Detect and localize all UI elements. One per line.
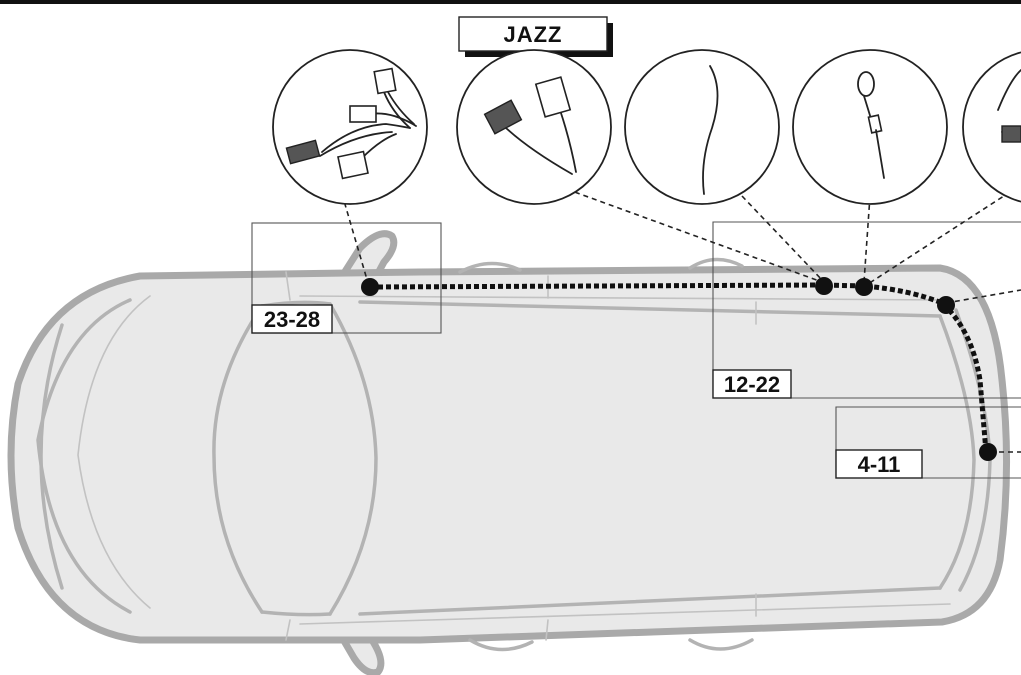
car-body [7, 264, 1011, 644]
point-a [815, 277, 833, 295]
point-b [855, 278, 873, 296]
leader-lines [341, 185, 1021, 453]
frame-4-11: 4-11 [835, 406, 1021, 479]
frame-12-22: 12-22 [712, 221, 1021, 399]
label-box-12-22 [712, 369, 792, 399]
label-box-23-28 [251, 304, 333, 334]
label-box-4-11 [835, 449, 923, 479]
car-top-view [7, 230, 1011, 675]
label-23-28: 23-28 [264, 307, 320, 332]
point-c [937, 296, 955, 314]
point-23-28 [361, 278, 379, 296]
connection-points [361, 277, 997, 461]
label-12-22: 12-22 [724, 372, 780, 397]
frame-23-28: 23-28 [251, 222, 442, 334]
title-text: JAZZ [504, 22, 563, 47]
top-rule [0, 0, 1021, 4]
wire-icon [624, 49, 780, 205]
connector-partial-icon [962, 51, 1021, 203]
label-4-11: 4-11 [858, 452, 901, 477]
connector-single-icon [456, 49, 612, 205]
wiring-harness [369, 282, 989, 453]
ring-terminal-icon [792, 49, 948, 205]
point-4-11 [979, 443, 997, 461]
connector-pair-icon [272, 49, 428, 205]
